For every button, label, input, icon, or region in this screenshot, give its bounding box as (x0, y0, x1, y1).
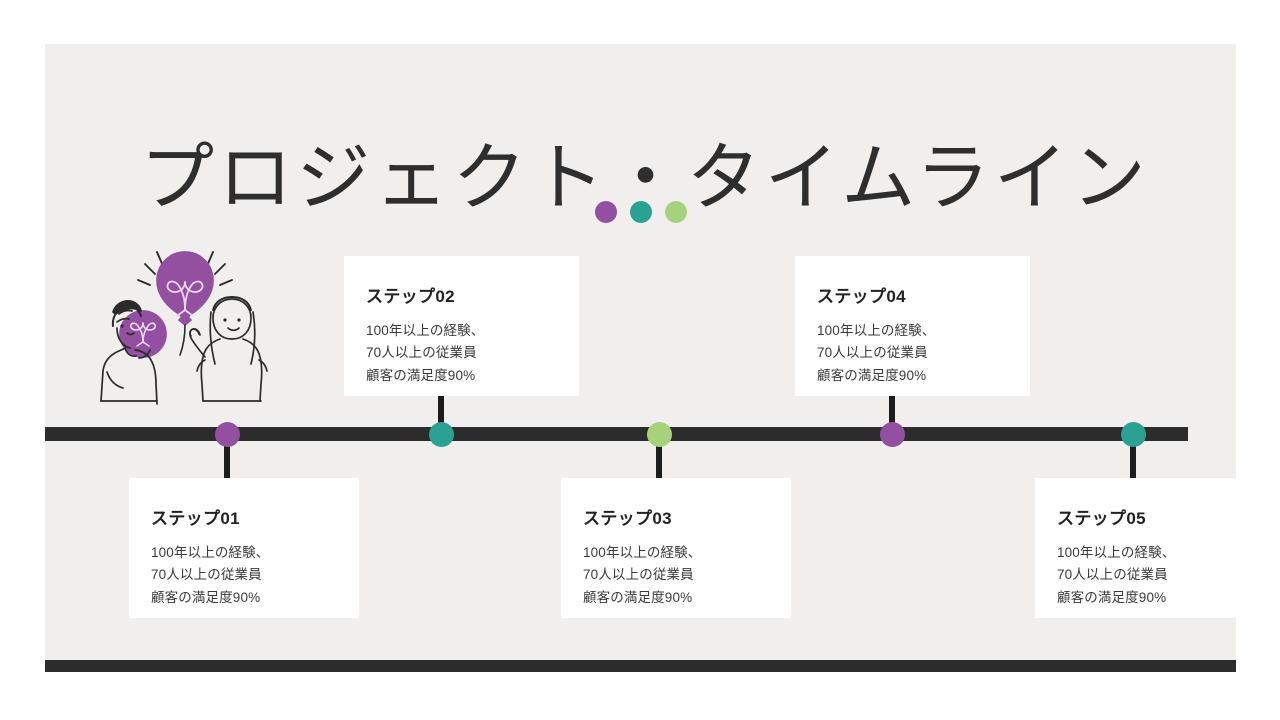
timeline-card-step-05[interactable]: ステップ05 100年以上の経験、 70人以上の従業員顧客の満足度90% (1035, 478, 1265, 618)
accent-dot-green (664, 201, 687, 223)
timeline-card-step-03[interactable]: ステップ03 100年以上の経験、 70人以上の従業員顧客の満足度90% (561, 478, 791, 618)
card-line-step-02-3: 顧客の満足度90% (366, 367, 476, 383)
timeline-card-step-02[interactable]: ステップ02 100年以上の経験、 70人以上の従業員顧客の満足度90% (344, 256, 579, 396)
card-line-step-02-2: 70人以上の従業員 (366, 345, 477, 361)
card-line-step-02-1: 100年以上の経験、 (366, 323, 485, 338)
card-line-step-03-3: 顧客の満足度90% (583, 589, 693, 605)
timeline-stem-step-05 (1130, 434, 1136, 484)
timeline-card-step-01[interactable]: ステップ01 100年以上の経験、 70人以上の従業員顧客の満足度90% (129, 478, 359, 618)
card-line-step-05-2: 70人以上の従業員 (1057, 567, 1168, 583)
card-line-step-04-1: 100年以上の経験、 (817, 323, 936, 338)
timeline-stem-step-03 (656, 434, 662, 484)
card-line-step-05-1: 100年以上の経験、 (1057, 545, 1176, 560)
card-title-step-03: ステップ03 (583, 509, 672, 528)
card-title-step-04: ステップ04 (817, 287, 906, 306)
card-title-step-01: ステップ01 (151, 509, 240, 528)
timeline-marker-step-01[interactable] (214, 422, 240, 447)
card-line-step-04-2: 70人以上の従業員 (817, 345, 928, 361)
timeline-marker-step-05[interactable] (1120, 422, 1146, 447)
card-line-step-01-1: 100年以上の経験、 (151, 545, 270, 560)
timeline-marker-step-03[interactable] (646, 422, 672, 447)
card-line-step-04-3: 顧客の満足度90% (817, 367, 927, 383)
two-people-with-idea-balloon-illustration (95, 240, 275, 410)
card-line-step-05-3: 顧客の満足度90% (1057, 589, 1167, 605)
timeline-marker-step-02[interactable] (428, 422, 454, 447)
slide-bottom-bar (45, 660, 1236, 672)
card-title-step-02: ステップ02 (366, 287, 455, 306)
timeline-card-step-04[interactable]: ステップ04 100年以上の経験、 70人以上の従業員顧客の満足度90% (795, 256, 1030, 396)
timeline-marker-step-04[interactable] (879, 422, 905, 447)
accent-dot-purple (594, 201, 617, 223)
card-line-step-01-2: 70人以上の従業員 (151, 567, 262, 583)
accent-dot-teal (629, 201, 652, 223)
card-line-step-01-3: 顧客の満足度90% (151, 589, 261, 605)
card-line-step-03-2: 70人以上の従業員 (583, 567, 694, 583)
card-line-step-03-1: 100年以上の経験、 (583, 545, 702, 560)
accent-dot-group (45, 201, 1236, 223)
slide-canvas: プロジェクト・タイムライン (45, 44, 1265, 672)
card-title-step-05: ステップ05 (1057, 509, 1146, 528)
timeline-stem-step-01 (224, 434, 230, 484)
